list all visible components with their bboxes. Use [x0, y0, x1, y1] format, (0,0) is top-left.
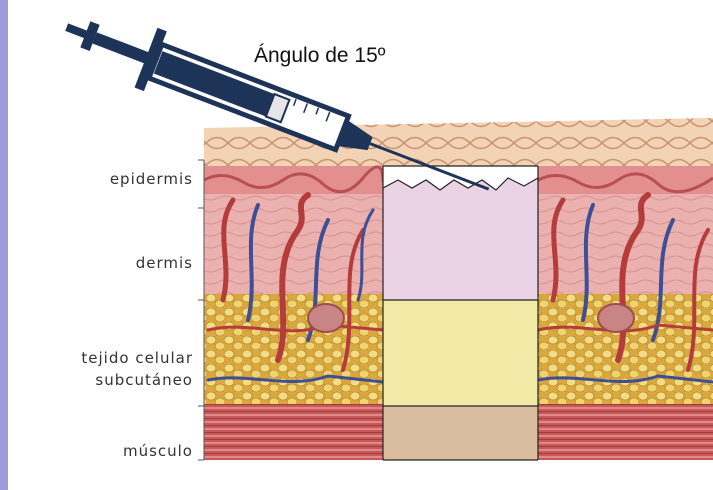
label-tejido-celular: tejido celular: [81, 349, 193, 367]
syringe-hub: [337, 119, 373, 151]
syringe: [65, 21, 490, 191]
muscle-cut: [383, 406, 538, 460]
dermis-cut: [383, 178, 538, 300]
finger-flange: [134, 27, 167, 92]
angle-label: Ángulo de 15º: [254, 44, 386, 67]
label-dermis: dermis: [135, 254, 193, 272]
blood-vessels: [206, 192, 713, 384]
skin-layers-diagram: [65, 21, 713, 461]
plunger-rod: [92, 32, 153, 66]
label-musculo: músculo: [122, 442, 193, 460]
label-epidermis: epidermis: [109, 170, 193, 188]
diagram-frame: Ángulo de 15º epidermis dermis tejido ce…: [8, 0, 713, 490]
cross-section: [382, 165, 539, 461]
label-subcutaneo: subcutáneo: [95, 371, 193, 389]
layer-brackets: [198, 159, 205, 461]
subcutaneous-cut: [383, 300, 538, 406]
needle: [369, 142, 490, 191]
